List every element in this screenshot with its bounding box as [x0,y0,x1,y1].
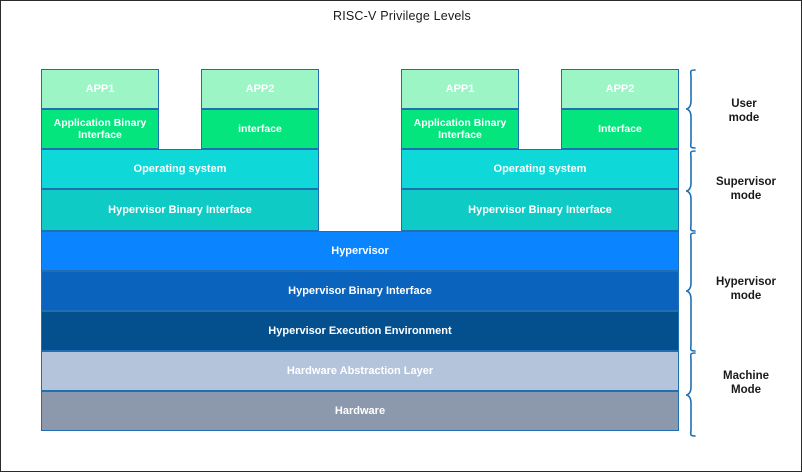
privilege-mode-machine-line1: Machine [722,370,769,382]
guest-left-os-box: Operating system [41,149,319,189]
privilege-mode-user-line2: mode [728,112,760,125]
guest-left-app2-interface-box: interface [201,109,319,149]
layer-hypervisor-box: Hypervisor [41,231,679,271]
privilege-mode-supervisor-line2: mode [730,190,762,203]
guest-left-app1-box: APP1 [41,69,159,109]
guest-left-app1-interface-box: Application Binary Interface [41,109,159,149]
layer-hardware-abstraction-layer-box: Hardware Abstraction Layer [41,351,679,391]
guest-right-os-box: Operating system [401,149,679,189]
layer-hypervisor-binary-interface-box: Hypervisor Binary Interface [41,271,679,311]
layer-hypervisor-execution-environment-box: Hypervisor Execution Environment [41,311,679,351]
privilege-mode-supervisor-label: Supervisor mode [697,175,795,204]
privilege-mode-hypervisor-line1: Hypervisor [715,276,777,288]
layer-hardware-box: Hardware [41,391,679,431]
guest-right-app1-box: APP1 [401,69,519,109]
privilege-mode-braces [685,69,696,437]
privilege-mode-user-line1: User [731,98,757,110]
privilege-mode-machine-line2: Mode [730,384,762,397]
guest-right-app1-interface-box: Application Binary Interface [401,109,519,149]
guest-right-hbi-box: Hypervisor Binary Interface [401,189,679,231]
guest-left-hbi-box: Hypervisor Binary Interface [41,189,319,231]
privilege-mode-hypervisor-line2: mode [730,290,762,303]
privilege-mode-hypervisor-label: Hypervisor mode [697,275,795,304]
privilege-mode-machine-label: Machine Mode [701,369,791,398]
privilege-mode-supervisor-line1: Supervisor [715,176,777,188]
guest-right-app2-interface-box: Interface [561,109,679,149]
guest-left-app2-box: APP2 [201,69,319,109]
privilege-mode-user-label: User mode [701,97,787,126]
page-title: RISC-V Privilege Levels [333,9,471,23]
guest-right-app2-box: APP2 [561,69,679,109]
